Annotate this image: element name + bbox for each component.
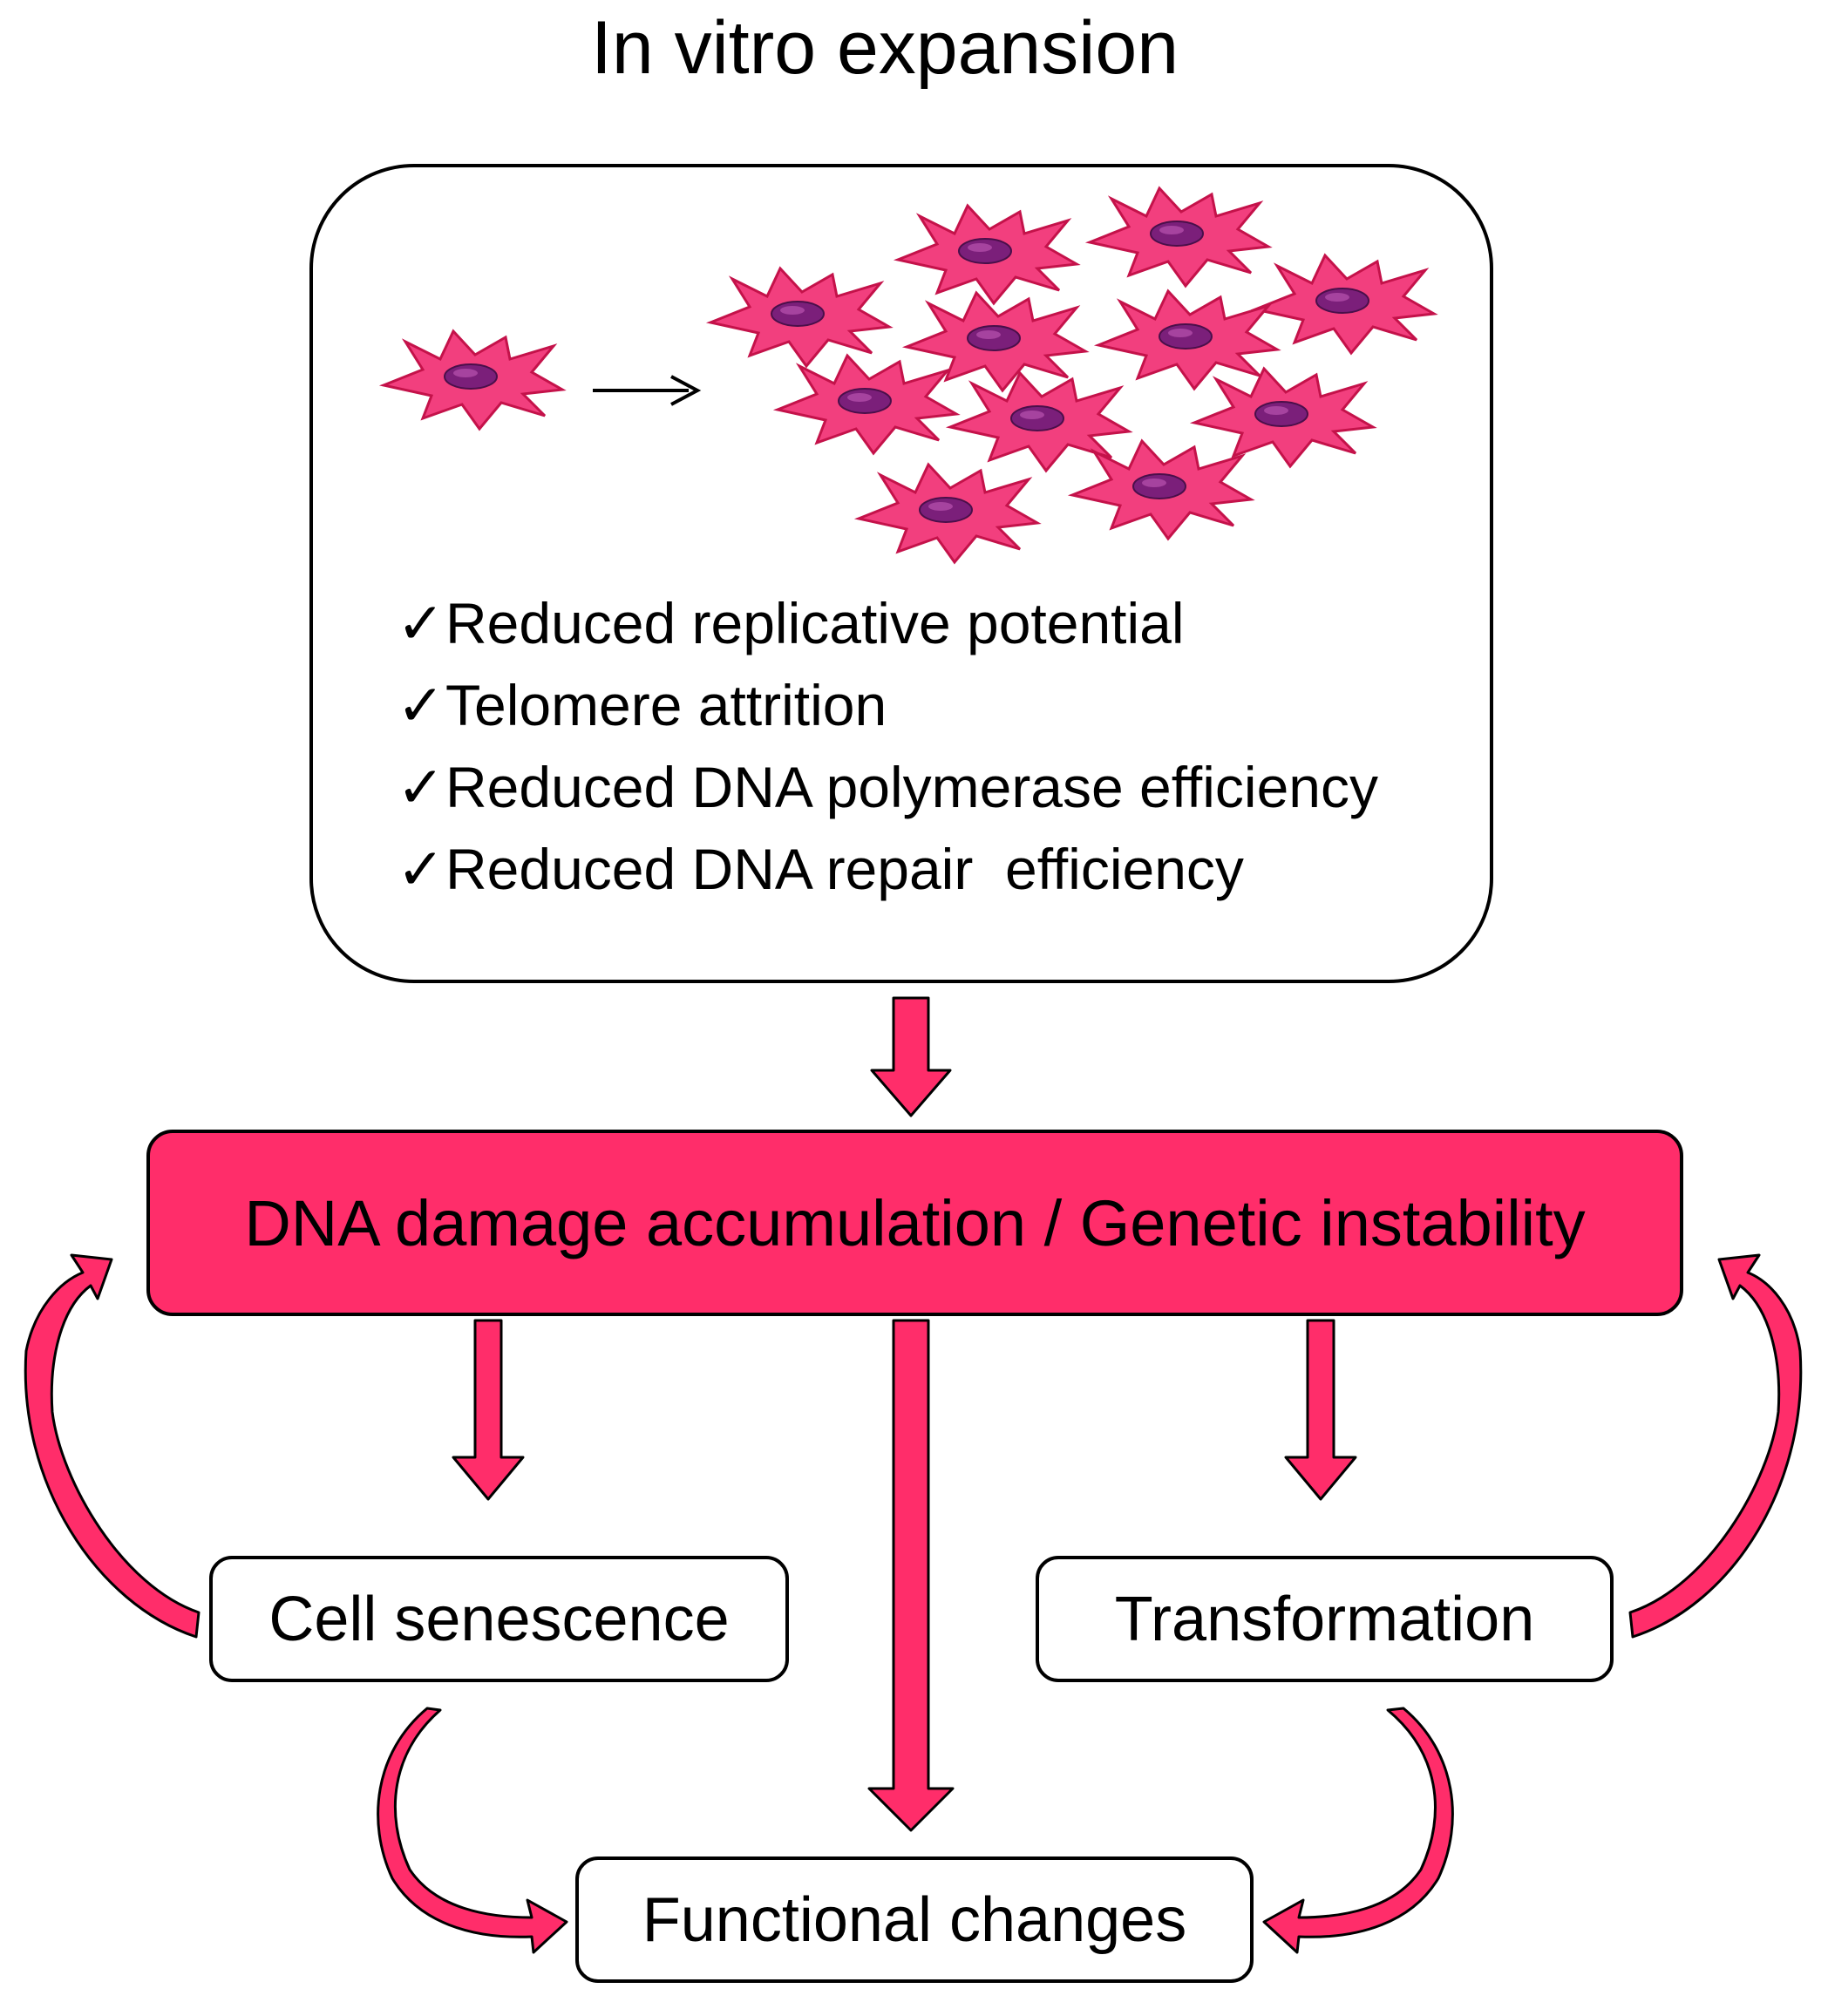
curved-arrow-transformation-to-functional — [1262, 1707, 1454, 1954]
list-item-text: Reduced DNA polymerase efficiency — [445, 755, 1378, 819]
list-item: ✓Reduced DNA repair efficiency — [397, 828, 1495, 910]
list-item: ✓Reduced replicative potential — [397, 582, 1495, 664]
transformation-box: Transformation — [1036, 1556, 1614, 1682]
down-arrow-expansion-to-damage — [870, 996, 952, 1117]
list-item-text: Reduced DNA repair efficiency — [445, 837, 1244, 901]
expansion-effects-list: ✓Reduced replicative potential ✓Telomere… — [397, 582, 1495, 910]
down-arrow-damage-to-senescence — [452, 1319, 525, 1501]
down-arrow-damage-to-functional — [867, 1319, 955, 1832]
list-item: ✓Telomere attrition — [397, 664, 1495, 746]
right-arrow-icon — [593, 375, 702, 406]
checkmark-icon: ✓ — [397, 755, 445, 819]
curved-arrow-transformation-feedback — [1628, 1253, 1803, 1639]
curved-arrow-senescence-feedback — [24, 1253, 200, 1639]
checkmark-icon: ✓ — [397, 591, 445, 655]
down-arrow-damage-to-transformation — [1284, 1319, 1357, 1501]
functional-changes-box: Functional changes — [575, 1856, 1254, 1983]
curved-arrow-senescence-to-functional — [377, 1707, 568, 1954]
cell-senescence-box: Cell senescence — [209, 1556, 789, 1682]
dna-damage-box: DNA damage accumulation / Genetic instab… — [146, 1130, 1683, 1316]
list-item-text: Telomere attrition — [445, 673, 887, 737]
list-item: ✓Reduced DNA polymerase efficiency — [397, 746, 1495, 828]
list-item-text: Reduced replicative potential — [445, 591, 1185, 655]
diagram-title: In vitro expansion — [590, 6, 1179, 90]
checkmark-icon: ✓ — [397, 673, 445, 737]
checkmark-icon: ✓ — [397, 837, 445, 901]
